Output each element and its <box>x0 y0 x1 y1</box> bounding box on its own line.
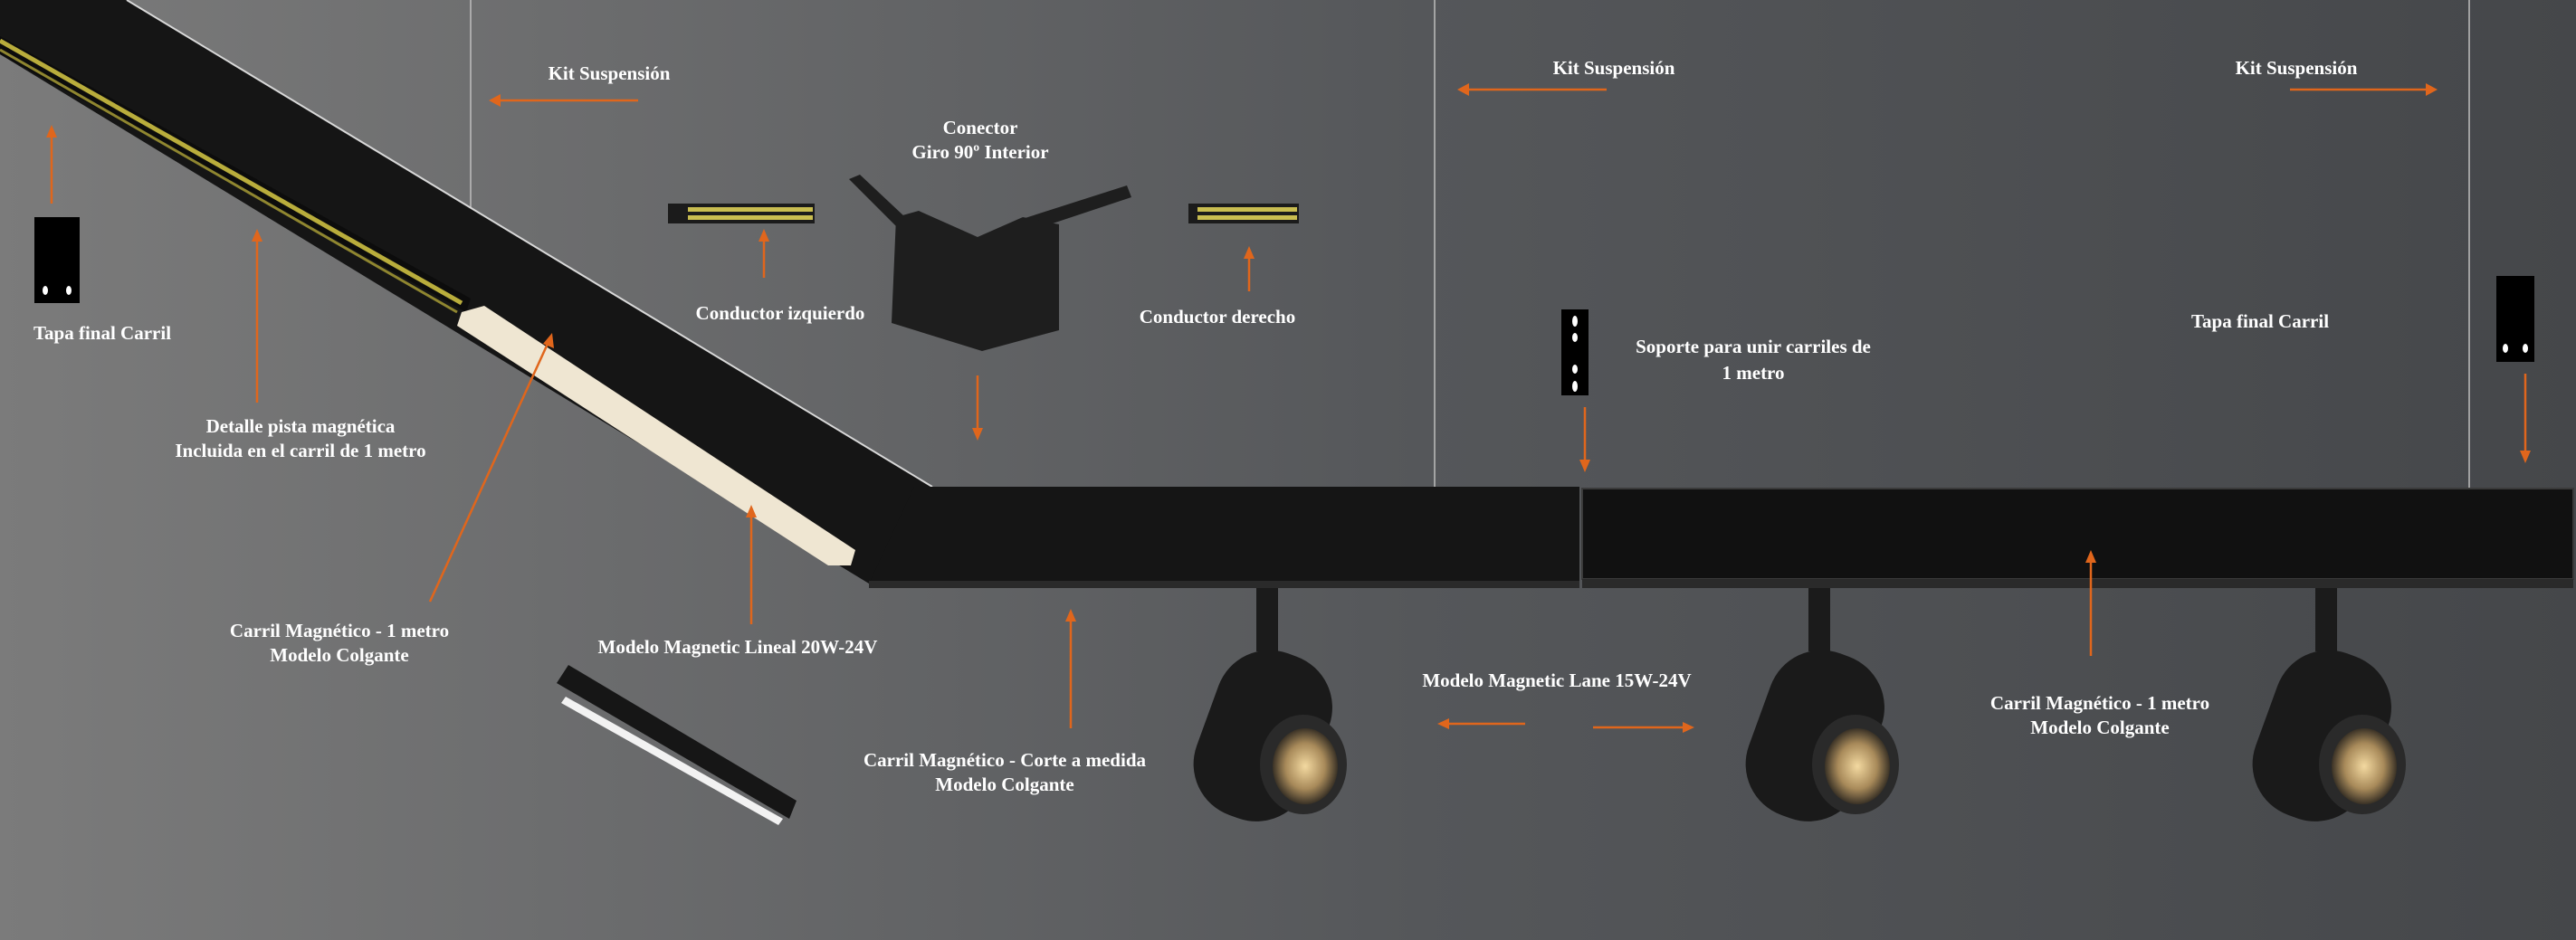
label-end-cap-left: Tapa final Carril <box>33 322 171 344</box>
label-joining-bracket-sub: 1 metro <box>1722 362 1785 384</box>
label-custom-cut-rail: Carril Magnético - Corte a medida <box>863 749 1146 771</box>
label-custom-cut-rail-sub: Modelo Colgante <box>935 774 1073 795</box>
joining-bracket <box>1561 309 1589 395</box>
label-left-conductor: Conductor izquierdo <box>696 302 865 324</box>
spotlight <box>2252 588 2406 821</box>
label-track-detail: Detalle pista magnética <box>206 415 396 437</box>
label-connector-sub: Giro 90º Interior <box>911 141 1048 163</box>
end-cap-left <box>34 217 80 303</box>
callout-arrows <box>46 83 2531 733</box>
label-end-cap-right: Tapa final Carril <box>2191 310 2329 332</box>
diffuser <box>457 306 855 565</box>
left-conductor <box>668 204 815 223</box>
label-linear-model: Modelo Magnetic Lineal 20W-24V <box>598 636 878 658</box>
one-meter-rail-right <box>1581 488 2574 588</box>
custom-cut-rail <box>869 487 1579 588</box>
right-conductor <box>1188 204 1299 223</box>
label-kit-suspension: Kit Suspensión <box>549 62 671 84</box>
label-kit-suspension: Kit Suspensión <box>2236 57 2358 79</box>
label-track-detail-sub: Incluida en el carril de 1 metro <box>175 440 425 461</box>
label-joining-bracket: Soporte para unir carriles de <box>1636 336 1871 357</box>
label-rail-right-sub: Modelo Colgante <box>2030 717 2169 738</box>
label-rail-right: Carril Magnético - 1 metro <box>1990 692 2209 714</box>
end-cap-right <box>2496 276 2534 362</box>
spotlight <box>1193 588 1347 821</box>
label-kit-suspension: Kit Suspensión <box>1553 57 1675 79</box>
label-rail-left-sub: Modelo Colgante <box>270 644 408 666</box>
linear-lamp <box>557 665 797 825</box>
label-rail-left: Carril Magnético - 1 metro <box>230 620 449 641</box>
label-lane-model: Modelo Magnetic Lane 15W-24V <box>1422 669 1691 691</box>
spotlight <box>1745 588 1899 821</box>
label-right-conductor: Conductor derecho <box>1140 306 1295 328</box>
diagonal-rail <box>0 0 933 584</box>
corner-connector <box>849 175 1131 351</box>
label-connector: Conector <box>943 117 1018 138</box>
magnetic-track-detail <box>0 38 463 306</box>
